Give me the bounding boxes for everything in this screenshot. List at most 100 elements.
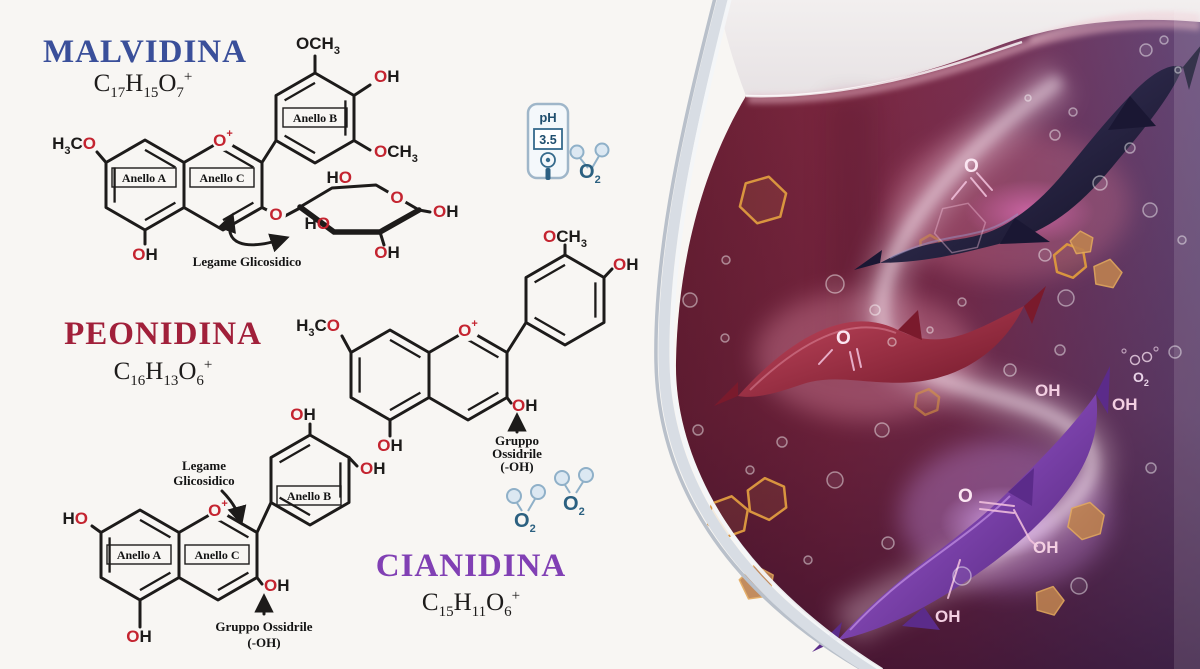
ph-label: pH: [539, 110, 556, 125]
cianidina-title: CIANIDINA: [376, 548, 567, 584]
ring-c-label: Anello C: [200, 171, 245, 185]
hydroxyl-group-label: Gruppo Ossidrile (-OH): [492, 433, 542, 474]
hydroxyl-label: OH: [126, 627, 152, 646]
double-bond-lines: [113, 81, 347, 222]
svg-text:(-OH): (-OH): [247, 635, 280, 650]
hydroxyl-label: OH: [935, 607, 961, 626]
ring-b-label: Anello B: [287, 489, 331, 503]
hydroxyl-label: OH: [290, 405, 316, 424]
polyphenol-hexagon-icon: [1067, 501, 1105, 541]
purple-anthocyanin-ribbon: [812, 366, 1110, 652]
svg-text:Gruppo Ossidrile: Gruppo Ossidrile: [215, 619, 312, 634]
carbonyl-o-label: O: [836, 328, 851, 349]
polyphenol-pentagon-icon: [1069, 230, 1094, 255]
hydroxyl-label: HO: [62, 509, 88, 528]
polyphenol-pentagon-icon: [1093, 258, 1123, 289]
hydroxyl-label: OH: [512, 396, 538, 415]
substituent-bonds: [90, 422, 359, 629]
hydroxyl-label: OH: [132, 245, 158, 264]
ph-meter-icon: pH 3.5: [526, 102, 570, 180]
methoxy-label: H3CO: [52, 134, 96, 157]
hydroxyl-label: OH: [1112, 395, 1138, 414]
wine-chem-overlays: O O O OH OH OH OH O2: [818, 156, 1159, 626]
curved-arrow: [217, 212, 290, 253]
double-bond-lines: [358, 263, 597, 412]
cianidina-group: CIANIDINA C15H11O6+ O+ HO: [62, 405, 567, 650]
peonidina-formula: C16H13O6+: [114, 357, 213, 389]
hydroxyl-label: OH: [1035, 381, 1061, 400]
oxocarbenium-label: O+: [208, 498, 228, 520]
polyphenol-shapes: [707, 175, 1123, 616]
red-anthocyanin-ribbon: [714, 286, 1046, 406]
hydroxyl-label: HO: [326, 168, 352, 187]
glycosidic-bond-label: Legame Glicosidico: [193, 254, 302, 269]
benzene-ring-a: [349, 328, 431, 422]
wine-glass-panel: O O O OH OH OH OH O2: [654, 0, 1200, 669]
peonidina-group: PEONIDINA C16H13O6+ O+ H3CO: [64, 227, 638, 474]
malvidina-ring-labels: Anello A Anello C Anello B: [111, 107, 348, 188]
pyrylium-ring-c: [427, 328, 509, 422]
polyphenol-pentagon-icon: [1035, 585, 1065, 616]
glass-reflection: [1174, 10, 1200, 669]
oxygen-molecule-icon: O2: [554, 467, 594, 518]
o2-label: O2: [563, 493, 585, 518]
malvidina-formula: C17H15O7+: [94, 69, 193, 101]
oxygen-molecule-icon: O2: [569, 142, 610, 186]
benzene-ring-a: [104, 138, 186, 232]
double-bond-lines: [108, 443, 342, 592]
carbonyl-o-label: O: [958, 486, 973, 507]
glucose-ring: O: [297, 183, 432, 247]
peonidina-atom-labels: H3CO OCH3 OH OH OH: [296, 227, 638, 455]
methoxy-label: H3CO: [296, 316, 340, 339]
carbonyl-group-red: O: [818, 328, 862, 371]
benzene-ring-b: [269, 433, 351, 527]
malvidina-group: MALVIDINA C17H15O7+: [43, 34, 459, 269]
hydroxyl-label: OH: [377, 436, 403, 455]
structures-panel: MALVIDINA C17H15O7+: [43, 34, 639, 650]
ring-a-label: Anello A: [122, 171, 167, 185]
carbonyl-o-label: O: [964, 156, 979, 177]
malvidina-title: MALVIDINA: [43, 34, 247, 70]
hydroxyl-group-label: Gruppo Ossidrile (-OH): [215, 619, 312, 650]
oxygen-molecule-icon: O2: [506, 484, 546, 535]
carbonyl-group-navy: O: [933, 156, 993, 254]
wine-surface: [745, 12, 1200, 104]
hydroxyl-label: OH: [433, 202, 459, 221]
oxocarbenium-label: O+: [458, 318, 478, 340]
polyphenol-hexagon-icon: [738, 175, 788, 225]
hydroxyl-label: OH: [264, 576, 290, 595]
ring-c-label: Anello C: [195, 548, 240, 562]
glycosidic-bond-label: Legame Glicosidico: [173, 458, 234, 488]
hydroxyl-label: OH: [613, 255, 639, 274]
peonidina-skeleton: O+: [340, 243, 614, 438]
benzene-ring-b: [524, 253, 606, 347]
cianidina-formula: C15H11O6+: [422, 588, 520, 620]
svg-text:Glicosidico: Glicosidico: [173, 473, 234, 488]
carbonyl-group-purple: O: [947, 486, 1038, 599]
svg-text:Ossidrile: Ossidrile: [492, 446, 542, 461]
bubbles: [682, 35, 1187, 595]
svg-text:(-OH): (-OH): [500, 459, 533, 474]
o2-label: O2: [579, 161, 601, 186]
methoxy-label: OCH3: [296, 34, 340, 57]
hydroxyl-label: OH: [374, 67, 400, 86]
o2-label: O2: [1133, 369, 1149, 388]
ring-oxygen-mask: [387, 187, 407, 207]
cianidina-atom-labels: HO OH OH OH OH: [62, 405, 385, 646]
ring-a-label: Anello A: [117, 548, 162, 562]
hydroxyl-label: OH: [1033, 538, 1059, 557]
svg-text:Gruppo: Gruppo: [495, 433, 539, 448]
pyrylium-ring-c: [182, 138, 264, 232]
polyphenol-hexagon-icon: [913, 387, 941, 417]
cianidina-ring-labels: Anello A Anello C Anello B: [106, 485, 342, 565]
navy-anthocyanin-ribbon: [854, 46, 1200, 270]
ph-value: 3.5: [539, 133, 556, 147]
sugar-ring-oxygen: O: [390, 188, 403, 207]
peonidina-title: PEONIDINA: [64, 316, 262, 352]
methoxy-label: OCH3: [543, 227, 587, 250]
hydroxyl-label: OH: [360, 459, 386, 478]
svg-text:Legame: Legame: [182, 458, 226, 473]
hydroxyl-label: OH: [374, 243, 400, 262]
methoxy-label: OCH3: [374, 142, 418, 165]
